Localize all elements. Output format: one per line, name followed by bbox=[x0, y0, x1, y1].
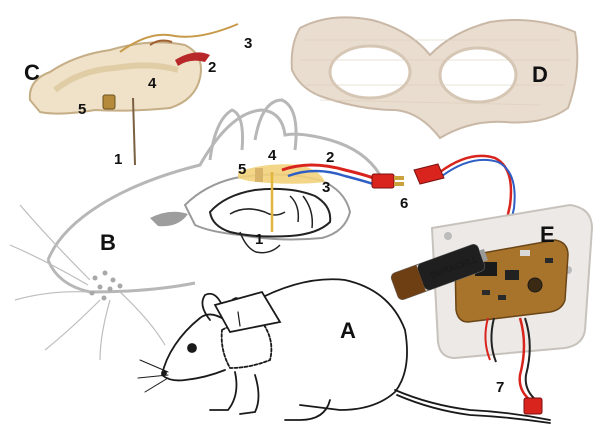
callout-b-4: 4 bbox=[268, 147, 277, 164]
callout-6: 6 bbox=[400, 195, 408, 212]
callout-b-3: 3 bbox=[322, 179, 330, 196]
callout-b-5: 5 bbox=[238, 161, 246, 178]
callout-c-3: 3 bbox=[244, 35, 252, 52]
callout-c-2: 2 bbox=[208, 59, 216, 76]
panel-a-rat-with-jacket bbox=[137, 278, 551, 424]
callout-b-1: 1 bbox=[255, 231, 263, 248]
panel-b-rat-head bbox=[9, 98, 404, 361]
callout-b-2: 2 bbox=[326, 149, 334, 166]
callout-c-4: 4 bbox=[148, 75, 157, 92]
panel-label-b: B bbox=[100, 230, 116, 255]
panel-label-a: A bbox=[340, 318, 356, 343]
panel-e-electronics: DURACELL bbox=[390, 154, 594, 415]
panel-c-implant-photo bbox=[28, 23, 239, 166]
battery: DURACELL bbox=[390, 244, 488, 300]
panel-d-jacket bbox=[290, 16, 579, 140]
panel-label-d: D bbox=[532, 62, 548, 87]
labels: C B A D E 3 2 4 5 1 4 2 5 3 1 6 7 bbox=[24, 35, 555, 396]
callout-c-1: 1 bbox=[114, 151, 122, 168]
panel-label-c: C bbox=[24, 60, 40, 85]
panel-label-e: E bbox=[540, 222, 555, 247]
callout-7: 7 bbox=[496, 379, 504, 396]
connector-6 bbox=[371, 173, 404, 189]
connector-7 bbox=[523, 397, 543, 415]
callout-c-5: 5 bbox=[78, 101, 86, 118]
